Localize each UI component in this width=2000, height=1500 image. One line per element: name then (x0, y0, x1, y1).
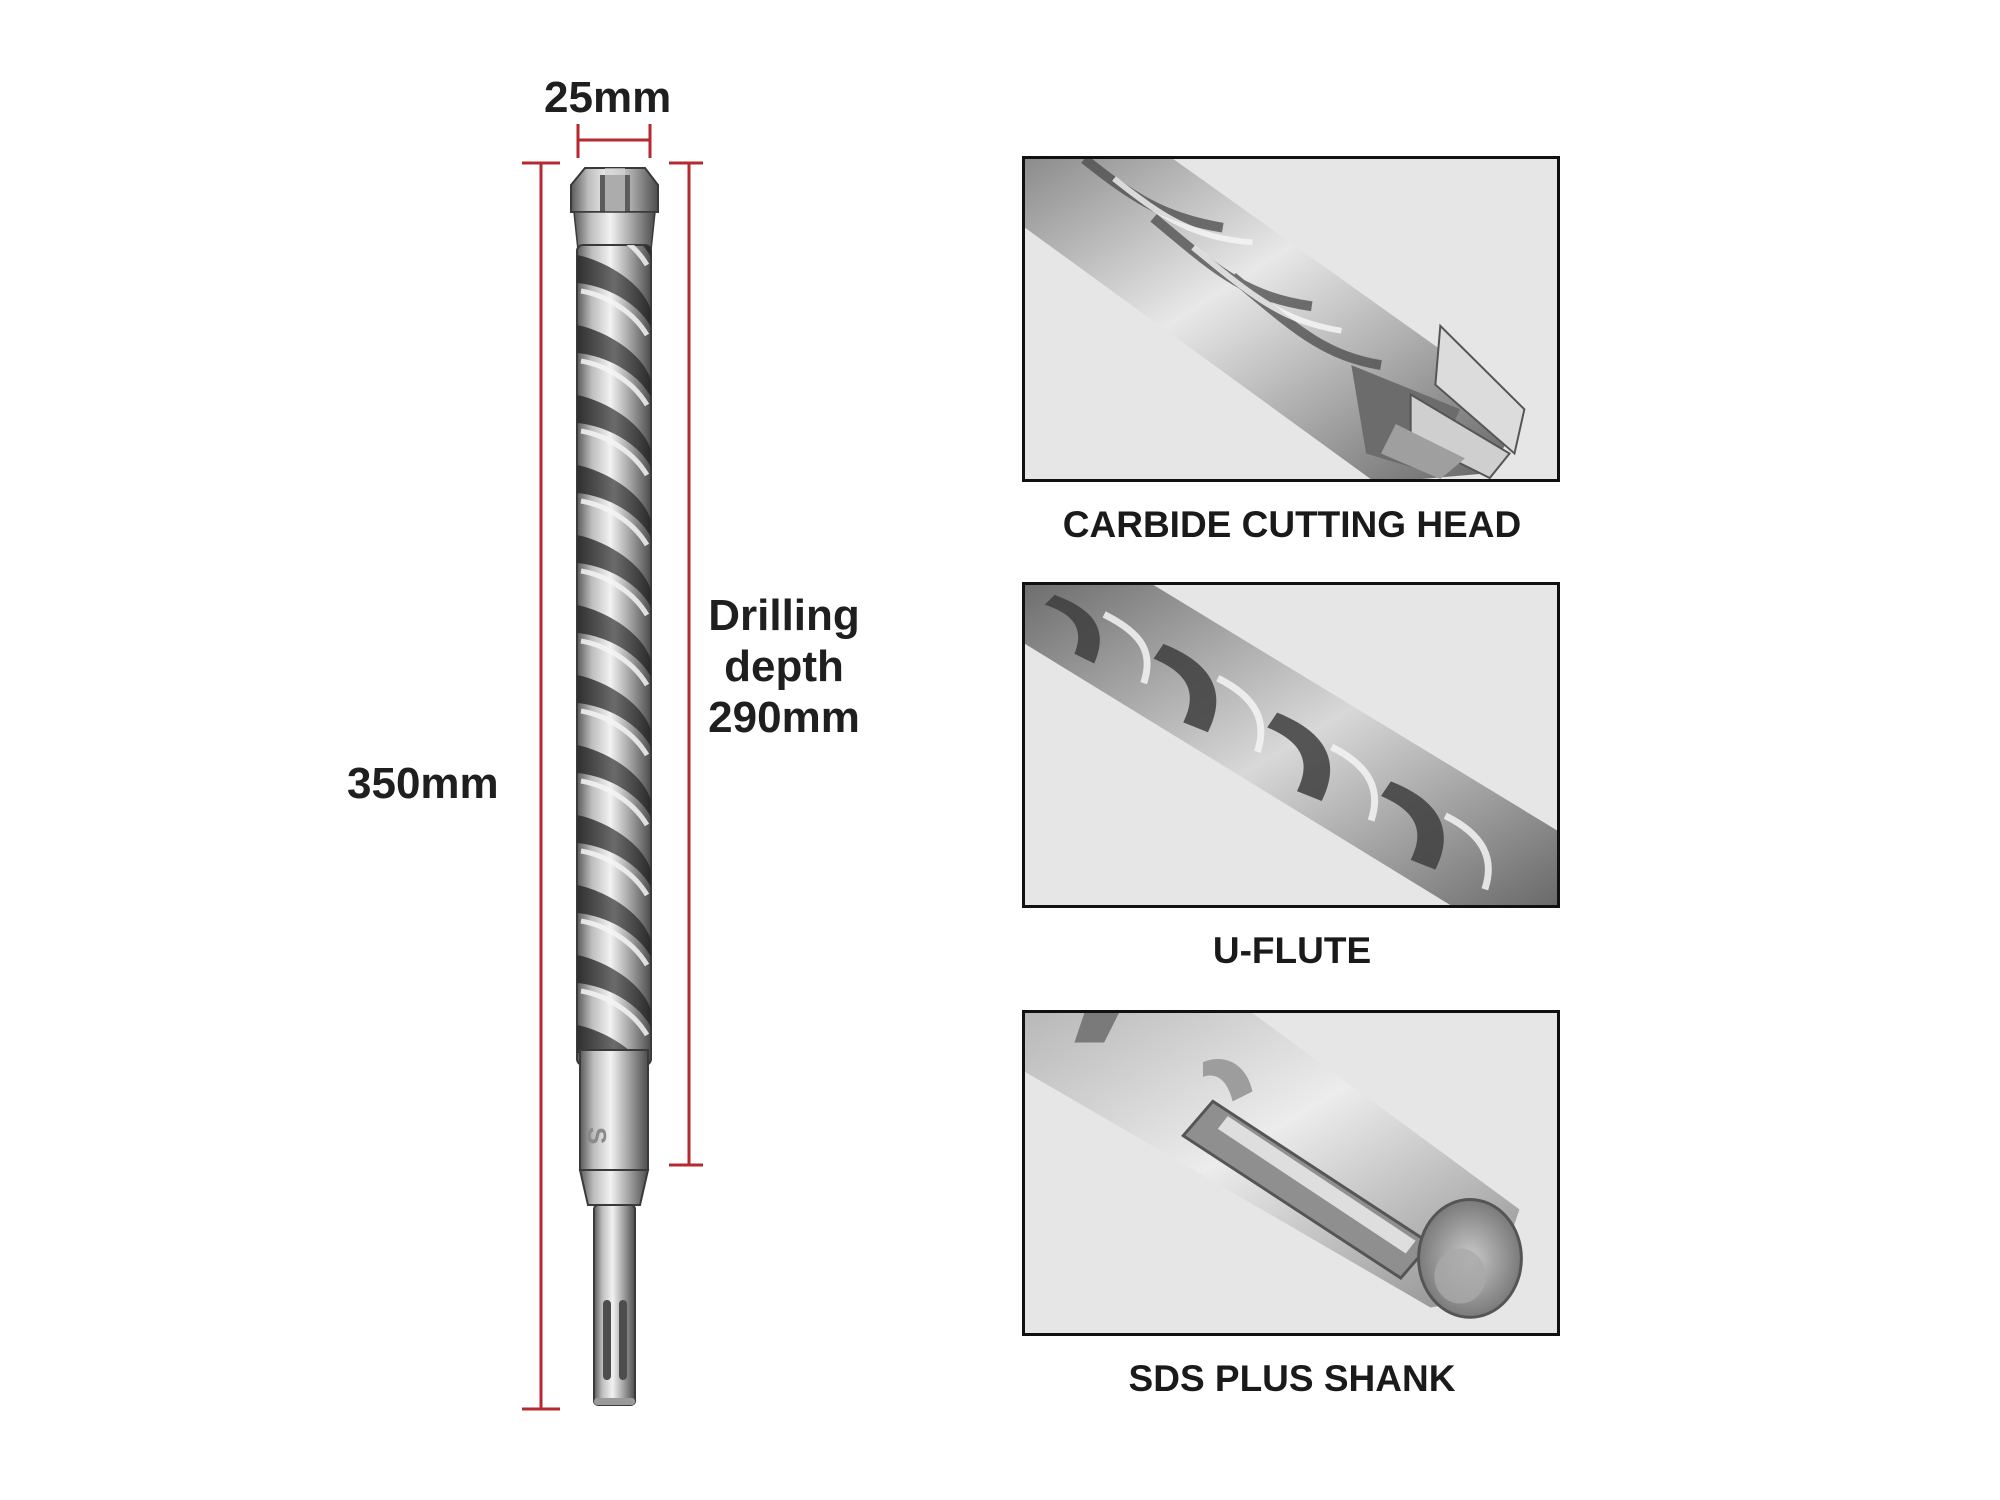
flute-groove (577, 395, 651, 467)
sds-shank-panel (1022, 1010, 1560, 1336)
diameter-label: 25mm (544, 73, 672, 122)
flute-groove (577, 955, 651, 1027)
flute-groove (577, 885, 651, 957)
drill-bit: S (570, 167, 659, 1406)
flute-highlight (580, 288, 650, 337)
flute-highlight (580, 708, 650, 757)
flute-highlight (580, 778, 650, 827)
flute-groove (577, 325, 651, 397)
carbide-head-panel (1022, 156, 1560, 482)
flute-highlight (580, 988, 650, 1037)
sds-plus-shank (593, 1204, 636, 1406)
flute-highlight (580, 638, 650, 687)
flute-highlight (580, 498, 650, 547)
drilling-depth-line-1: Drilling (708, 591, 860, 640)
diameter-dimension (576, 124, 652, 158)
flute-highlight (580, 568, 650, 617)
flute-groove (577, 605, 651, 677)
u-flute-closeup (1025, 585, 1557, 905)
overall-length-dimension (522, 161, 560, 1411)
sds-plus-shank-closeup (1025, 1013, 1523, 1319)
shank-groove-1 (603, 1300, 611, 1380)
overall-length-label: 350mm (347, 759, 499, 808)
flute-highlight (580, 918, 650, 967)
feature-caption-carbide: CARBIDE CUTTING HEAD (1062, 504, 1522, 545)
flute-groove (577, 675, 651, 747)
flute-highlight (580, 358, 650, 407)
flute-groove (577, 255, 651, 327)
drilling-depth-dimension (669, 161, 703, 1167)
drilling-depth-label: Drilling depth 290mm (674, 590, 894, 743)
flute-highlight (580, 245, 650, 267)
flute-groove (577, 815, 651, 887)
feature-caption-u-flute: U-FLUTE (1212, 930, 1372, 971)
drilling-depth-line-3: 290mm (708, 693, 860, 742)
feature-caption-sds-shank: SDS PLUS SHANK (1128, 1358, 1456, 1399)
spiral-flutes (577, 245, 651, 1065)
carbide-cutting-head-closeup (1025, 159, 1526, 479)
flute-highlight (580, 848, 650, 897)
u-flute-panel (1022, 582, 1560, 908)
shank-groove-2 (619, 1300, 627, 1380)
flute-groove (577, 535, 651, 607)
flute-groove (577, 745, 651, 817)
shank-mark: S (582, 1127, 612, 1144)
drilling-depth-line-2: depth (724, 642, 844, 691)
flute-highlight (580, 428, 650, 477)
flute-groove (577, 465, 651, 537)
